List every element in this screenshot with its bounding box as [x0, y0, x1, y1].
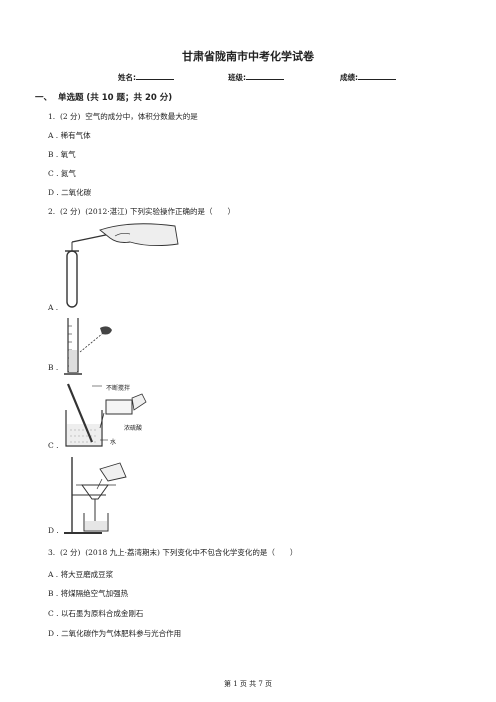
- question-points: (2 分): [59, 548, 81, 557]
- option-2d: D .: [48, 526, 59, 535]
- score-blank: [358, 71, 396, 80]
- option-1c: C . 氮气: [48, 169, 76, 178]
- option-1a: A . 稀有气体: [48, 131, 91, 140]
- score-field: 成绩:: [340, 71, 396, 83]
- name-blank: [136, 71, 174, 80]
- option-3c: C . 以石墨为原料合成金刚石: [48, 609, 144, 618]
- figure-a-dropper: [65, 223, 179, 308]
- question-stem: 下列变化中不包含化学变化的是（ ）: [162, 548, 298, 557]
- question-number: 2.: [48, 207, 56, 216]
- question-stem: 空气的成分中，体积分数最大的是: [85, 112, 198, 121]
- option-3b: B . 将煤隔绝空气加强热: [48, 589, 129, 598]
- option-1d: D . 二氧化碳: [48, 188, 92, 197]
- figure-c-label-acid: 浓硫酸: [124, 425, 143, 432]
- option-2a: A .: [48, 303, 59, 312]
- name-label: 姓名:: [118, 73, 136, 82]
- option-1b: B . 氧气: [48, 150, 76, 159]
- page-footer: 第 1 页 共 7 页: [223, 680, 273, 688]
- question-number: 1.: [48, 112, 56, 121]
- question-number: 3.: [48, 548, 56, 557]
- page-title: 甘肃省陇南市中考化学试卷: [182, 50, 314, 63]
- section-number: 一、: [35, 93, 53, 103]
- option-3a: A . 将大豆磨成豆浆: [48, 570, 114, 579]
- question-2: 2. (2 分) (2012·湛江) 下列实验操作正确的是（ ）: [48, 206, 235, 217]
- question-source: (2018 九上·荔湾期末): [85, 548, 160, 557]
- figure-b-cylinder: [64, 318, 112, 375]
- question-points: (2 分): [59, 112, 81, 121]
- question-source: (2012·湛江): [85, 207, 128, 216]
- figure-c-label-stir: 不断搅拌: [106, 385, 131, 392]
- class-label: 班级:: [228, 73, 246, 82]
- section-heading: 一、 单选题 (共 10 题；共 20 分): [35, 91, 172, 103]
- class-field: 班级:: [228, 71, 284, 83]
- score-label: 成绩:: [340, 73, 358, 82]
- name-field: 姓名:: [118, 71, 174, 83]
- figure-c-dilution: [65, 383, 147, 447]
- option-2b: B .: [48, 363, 59, 372]
- class-blank: [246, 71, 284, 80]
- question-3: 3. (2 分) (2018 九上·荔湾期末) 下列变化中不包含化学变化的是（ …: [48, 547, 297, 558]
- section-label: 单选题 (共 10 题；共 20 分): [57, 93, 173, 103]
- figure-d-filtration: [64, 457, 127, 534]
- option-3d: D . 二氧化碳作为气体肥料参与光合作用: [48, 629, 182, 638]
- question-1: 1. (2 分) 空气的成分中，体积分数最大的是: [48, 111, 198, 122]
- figure-c-label-water: 水: [110, 439, 117, 446]
- option-2c: C .: [48, 441, 59, 450]
- question-points: (2 分): [59, 207, 81, 216]
- question-stem: 下列实验操作正确的是（ ）: [129, 207, 235, 216]
